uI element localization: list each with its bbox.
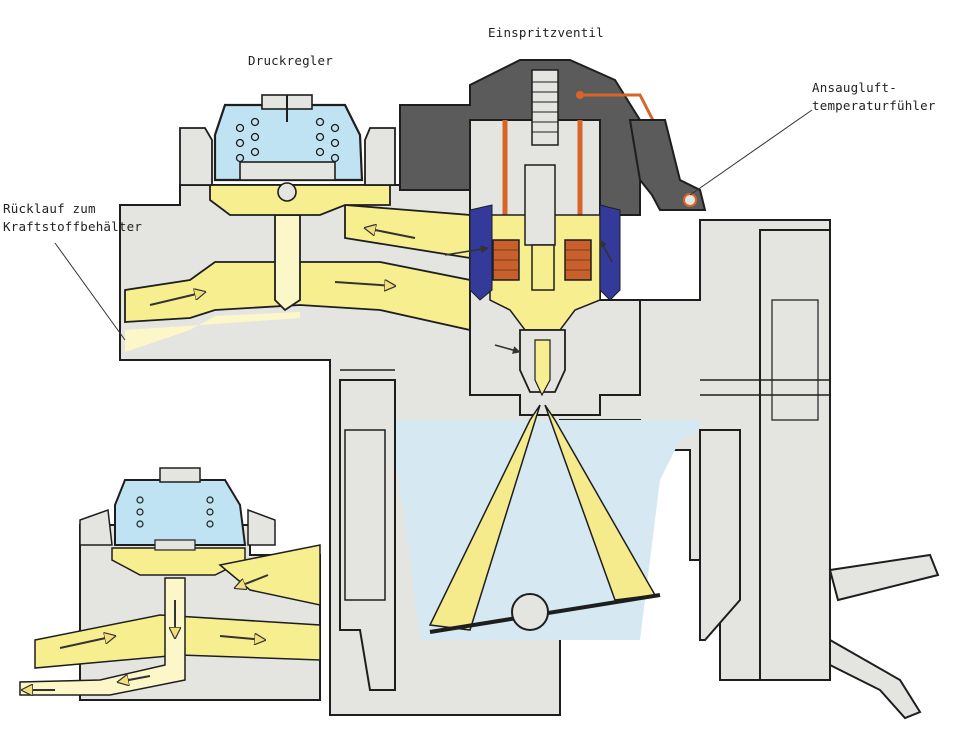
flow-arrow-icon [599, 239, 613, 263]
leader-lines [54, 109, 813, 341]
label-return-line2: Kraftstoffbehälter [3, 219, 143, 234]
flow-arrow-icon [219, 636, 265, 640]
pressure-regulator [179, 94, 396, 202]
fuel-channels [124, 184, 491, 352]
injector [399, 59, 689, 416]
label-pressure-regulator: Druckregler [248, 53, 333, 68]
inset-regulator-detail [19, 467, 321, 701]
label-air-temp-sensor-line1: Ansaugluft- [812, 80, 897, 95]
label-injector: Einspritzventil [488, 25, 604, 40]
flow-arrow-icon [444, 245, 489, 256]
air-temperature-sensor [628, 119, 707, 211]
spray-pattern [428, 404, 661, 634]
flow-arrow-icon [494, 344, 521, 354]
flow-arrow-icon [118, 676, 151, 682]
flow-arrow-icon [235, 574, 269, 588]
label-air-temp-sensor-line2: temperaturfühler [812, 98, 936, 113]
flow-arrow-icon [334, 282, 395, 286]
flow-arrow-icon [365, 228, 416, 239]
label-return-line1: Rücklauf zum [3, 201, 96, 216]
flow-arrow-icon [149, 292, 205, 306]
flow-arrow-icon [59, 636, 115, 649]
